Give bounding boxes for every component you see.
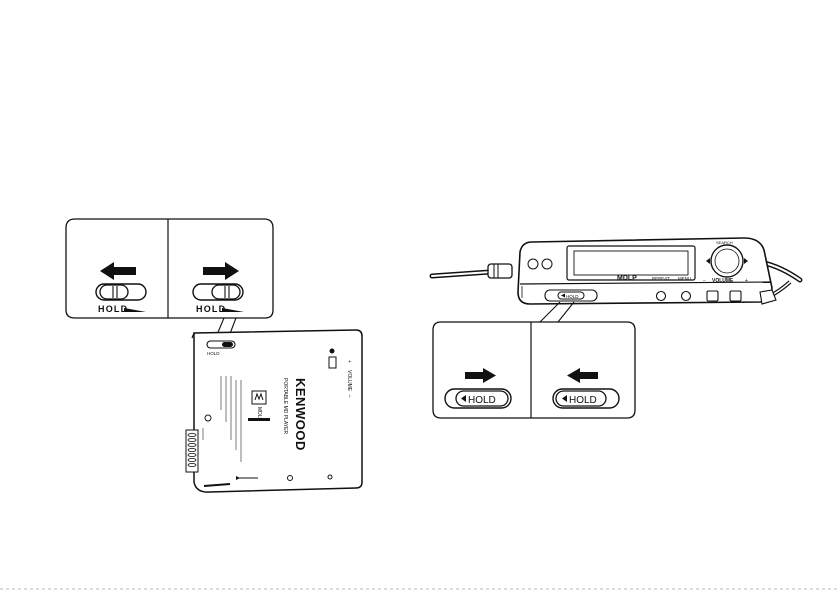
right-callout-connector	[540, 302, 574, 322]
hold-label: HOLD	[468, 395, 496, 406]
volume-up-button	[730, 291, 741, 301]
repeat-button	[657, 292, 666, 301]
left-callout-panel	[66, 219, 273, 344]
side-grip	[186, 430, 198, 472]
earphone-cord	[432, 264, 512, 278]
volume-label-text: VOLUME	[346, 370, 352, 392]
kenwood-brand: KENWOOD	[293, 378, 308, 451]
remote-controller: MDLP REPEAT MENU SEARCH − VOLUME +	[518, 238, 776, 304]
remote-hold-switch-on: HOLD	[445, 389, 511, 408]
hold-switch-on	[193, 284, 243, 300]
remote-hold-label: HOLD	[566, 294, 579, 299]
volume-label-text: VOLUME	[712, 278, 734, 284]
hold-label: HOLD	[569, 395, 597, 406]
volume-plus-text: +	[346, 360, 352, 363]
search-label: SEARCH	[716, 240, 733, 245]
plug-connector	[488, 264, 512, 278]
repeat-label: REPEAT	[652, 276, 670, 281]
right-figure: MDLP REPEAT MENU SEARCH − VOLUME +	[432, 238, 800, 418]
left-figure: HOLD HOLD	[66, 219, 362, 492]
hold-label: HOLD	[98, 304, 128, 314]
menu-button	[682, 292, 691, 301]
remote-hold-switch-off: HOLD	[553, 389, 619, 408]
player-hold-label: HOLD	[207, 351, 220, 356]
volume-minus-text: −	[346, 394, 352, 398]
volume-minus-text: −	[703, 278, 706, 284]
hold-switch-off	[96, 284, 146, 300]
volume-plus-text: +	[745, 278, 748, 284]
remote-hold-switch: HOLD	[545, 290, 597, 301]
menu-label: MENU	[678, 276, 691, 281]
hold-label: HOLD	[196, 304, 226, 314]
md-player-body: HOLD + VOLUME − KENWOOD PORTABLE MD PLAY…	[186, 330, 362, 492]
remote-mdlp-logo: MDLP	[617, 275, 637, 282]
volume-down-button	[707, 291, 718, 301]
product-line-label: PORTABLE MD PLAYER	[282, 378, 288, 435]
